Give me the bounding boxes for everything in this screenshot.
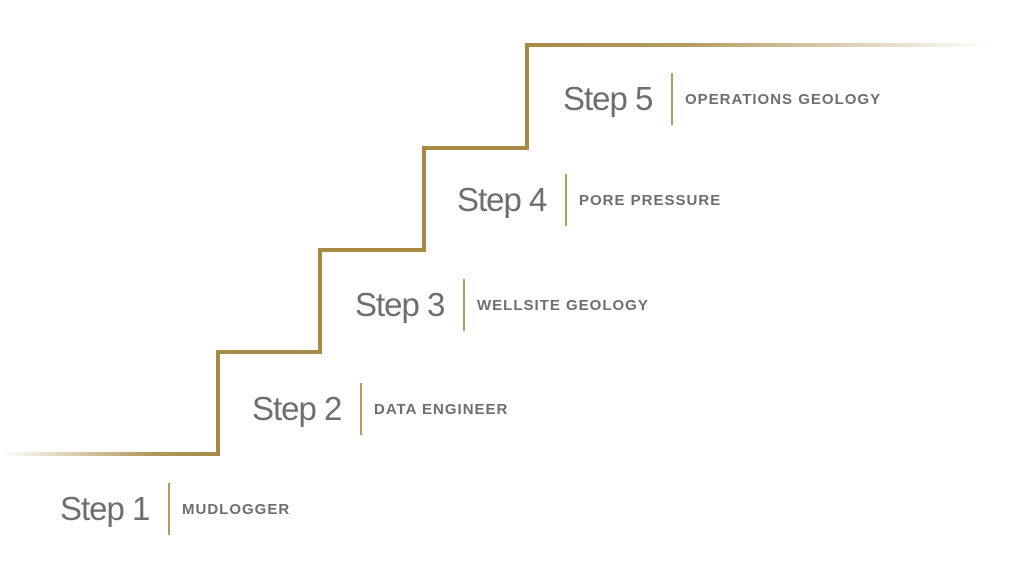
step-number: Step 3 [355, 286, 445, 323]
divider [463, 279, 465, 331]
divider [565, 174, 567, 226]
step-number: Step 1 [60, 490, 150, 527]
step-4: Step 4 PORE PRESSURE [457, 174, 721, 226]
step-label: DATA ENGINEER [374, 400, 509, 418]
step-number: Step 2 [252, 390, 342, 427]
stair-steps [216, 45, 529, 456]
step-label: WELLSITE GEOLOGY [477, 296, 649, 314]
divider [168, 483, 170, 535]
step-label: MUDLOGGER [182, 500, 291, 518]
divider [671, 73, 673, 125]
step-1: Step 1 MUDLOGGER [60, 483, 290, 535]
step-2: Step 2 DATA ENGINEER [252, 383, 508, 435]
divider [360, 383, 362, 435]
step-number: Step 4 [457, 181, 547, 218]
step-label: OPERATIONS GEOLOGY [685, 90, 882, 108]
step-3: Step 3 WELLSITE GEOLOGY [355, 279, 649, 331]
step-5: Step 5 OPERATIONS GEOLOGY [563, 73, 881, 125]
step-number: Step 5 [563, 80, 653, 117]
step-label: PORE PRESSURE [579, 191, 722, 209]
